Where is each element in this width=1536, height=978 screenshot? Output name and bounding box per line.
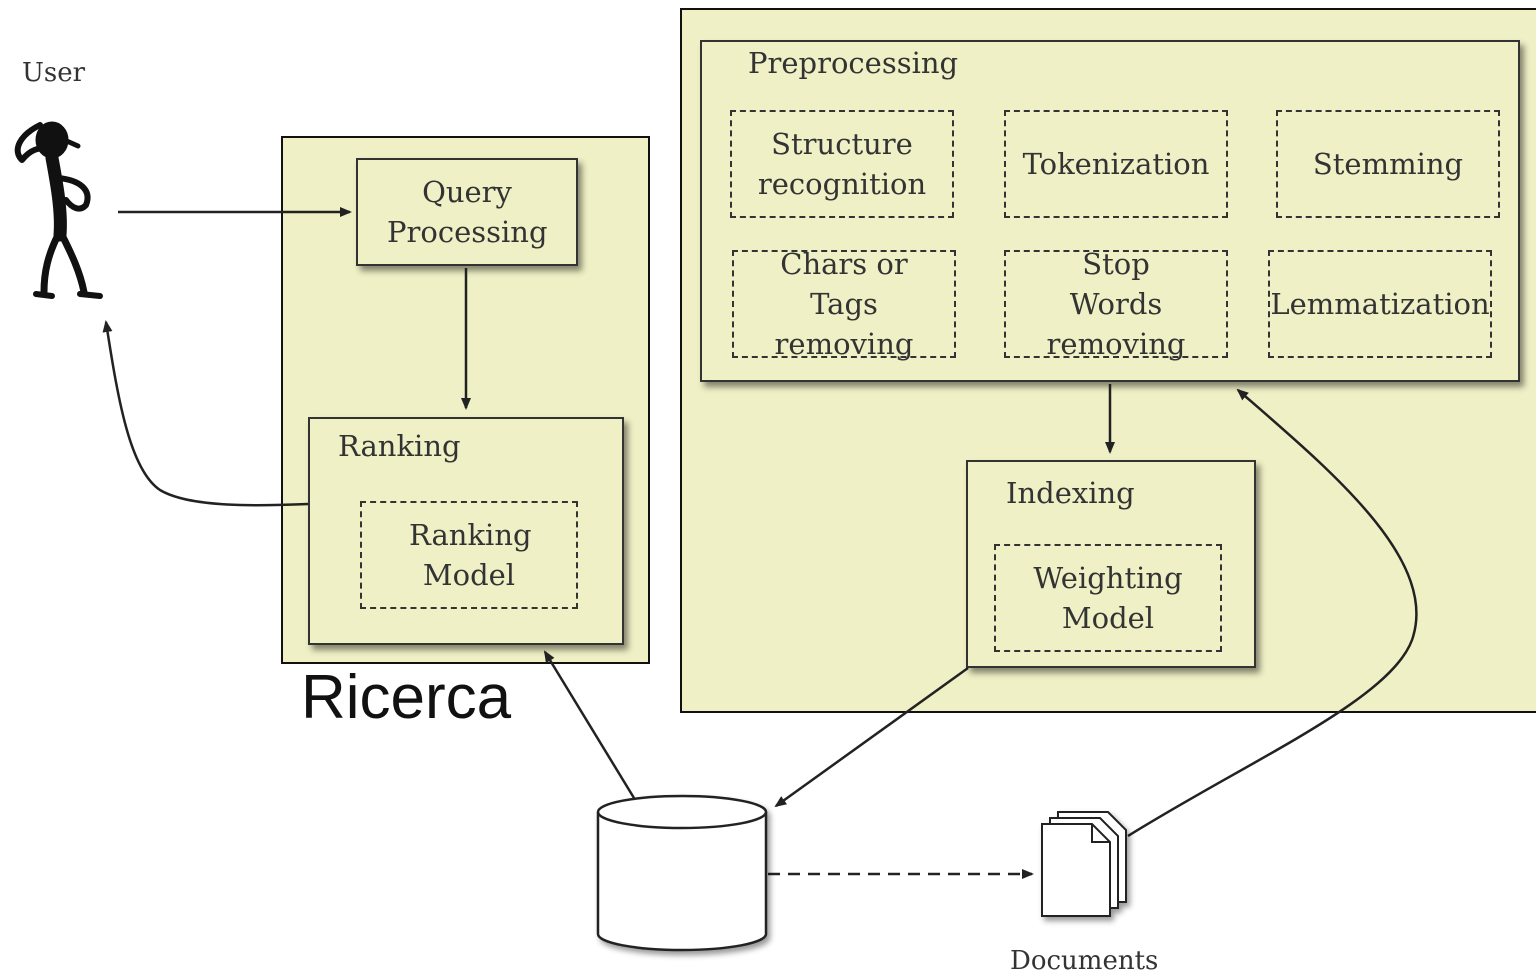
structure-recognition-label: Structure recognition (757, 127, 927, 201)
ranking-box: Ranking Ranking Model (308, 417, 624, 645)
chars-tags-removing-step: Chars or Tags removing (732, 247, 956, 361)
lemmatization-step: Lemmatization (1268, 250, 1492, 358)
stop-words-removing-step: Stop Words removing (1004, 247, 1228, 361)
stemming-step: Stemming (1276, 110, 1500, 218)
tokenization-step: Tokenization (1004, 110, 1228, 218)
ranking-model-label: Ranking Model (409, 518, 532, 592)
data-structures-text: Data Structures (612, 844, 758, 915)
preprocessing-title: Preprocessing (748, 46, 959, 80)
query-processing-box: Query Processing (356, 158, 578, 266)
chars-tags-removing-label: Chars or Tags removing (774, 247, 914, 361)
weighting-model-label: Weighting Model (1033, 561, 1183, 635)
user-icon (14, 121, 103, 299)
stemming-label: Stemming (1312, 147, 1464, 181)
tokenization-label: Tokenization (1022, 147, 1210, 181)
data-structures-label: Data Structures (598, 838, 766, 922)
ricerca-label: Ricerca (301, 663, 512, 732)
weighting-model-box: Weighting Model (994, 544, 1222, 652)
indexing-box: Indexing Weighting Model (966, 460, 1256, 668)
structure-recognition-step: Structure recognition (730, 110, 954, 218)
documents-icon (1041, 811, 1127, 917)
ranking-model-box: Ranking Model (360, 501, 578, 609)
query-processing-label: Query Processing (387, 175, 548, 249)
indexing-title: Indexing (1006, 476, 1135, 510)
stop-words-removing-label: Stop Words removing (1046, 247, 1186, 361)
ranking-title: Ranking (338, 429, 461, 463)
user-label: User (22, 58, 86, 88)
arrow-data-ranking (543, 650, 636, 799)
preprocessing-box: Preprocessing Structure recognition Toke… (700, 40, 1520, 382)
lemmatization-label: Lemmatization (1270, 287, 1490, 321)
documents-label: Documents (1010, 946, 1159, 976)
arrow-ranking-user (102, 320, 309, 507)
